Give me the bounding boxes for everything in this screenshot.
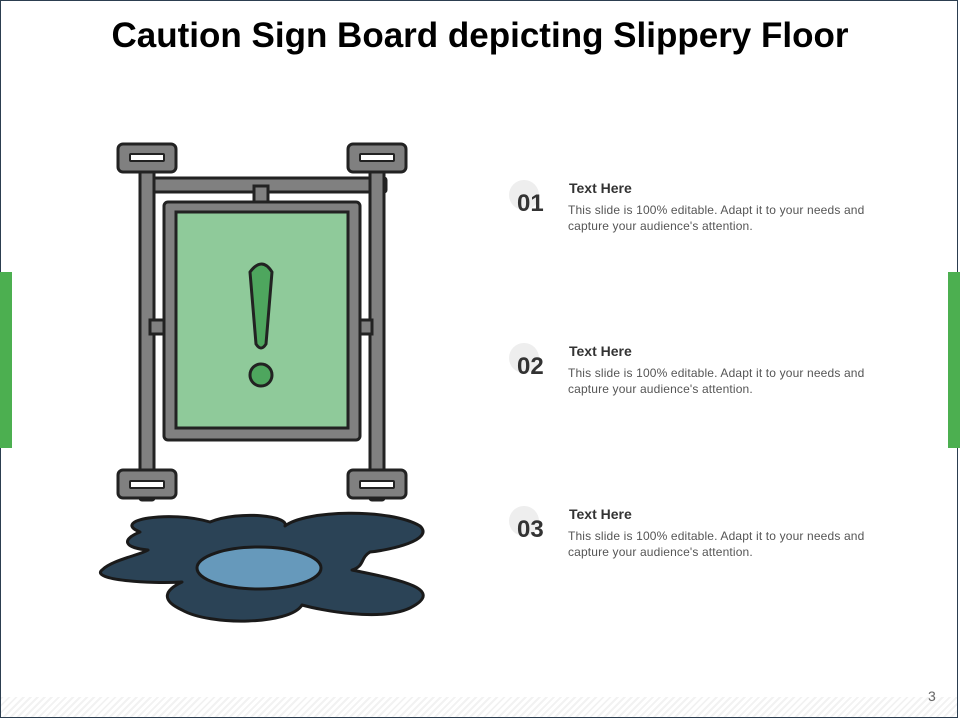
page-number: 3 [928,688,936,704]
item-description: This slide is 100% editable. Adapt it to… [568,366,865,396]
item-number: 01 [517,190,544,217]
footer-strip [1,697,957,717]
number-badge [509,180,539,210]
number-badge [509,343,539,373]
left-accent-tab [0,272,12,448]
caution-sign-board-icon [116,142,408,502]
list-item: 03 Text Here This slide is 100% editable… [505,502,885,582]
slippery-puddle-icon [98,511,425,623]
exclamation-icon [248,262,274,388]
item-description: This slide is 100% editable. Adapt it to… [568,203,865,233]
right-accent-tab [948,272,960,448]
item-number: 03 [517,516,544,543]
item-number: 02 [517,353,544,380]
number-badge [509,506,539,536]
slide-title: Caution Sign Board depicting Slippery Fl… [111,16,849,55]
item-title: Text Here [569,343,632,359]
item-title: Text Here [569,506,632,522]
item-title: Text Here [569,180,632,196]
list-item: 01 Text Here This slide is 100% editable… [505,176,885,256]
list-item: 02 Text Here This slide is 100% editable… [505,339,885,419]
item-description: This slide is 100% editable. Adapt it to… [568,529,865,559]
caution-sign-illustration [98,142,425,623]
